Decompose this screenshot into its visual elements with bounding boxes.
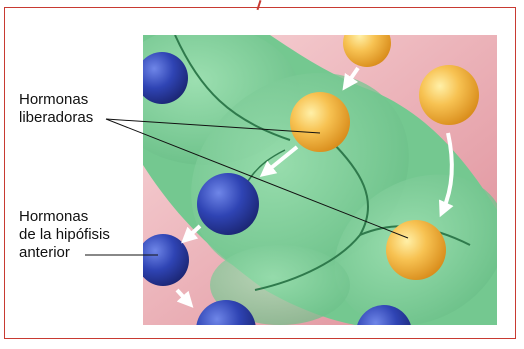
releasing-hormone [290, 92, 350, 152]
releasing-hormone [343, 19, 391, 67]
anterior-pituitary-hormone [137, 234, 189, 286]
releasing-hormones-label: Hormonas liberadoras [19, 91, 93, 127]
anterior-hormones-label-line2: de la hipófisis [19, 226, 110, 244]
anterior-hormones-label-line3: anterior [19, 244, 110, 262]
anterior-pituitary-hormone [197, 173, 259, 235]
releasing-hormones-label-line1: Hormonas [19, 91, 93, 109]
anterior-hormones-label-line1: Hormonas [19, 208, 110, 226]
anterior-pituitary-hormone [136, 52, 188, 104]
releasing-hormone [419, 65, 479, 125]
anterior-hormones-label: Hormonas de la hipófisis anterior [19, 208, 110, 262]
releasing-hormones-label-line2: liberadoras [19, 109, 93, 127]
releasing-hormone [386, 220, 446, 280]
